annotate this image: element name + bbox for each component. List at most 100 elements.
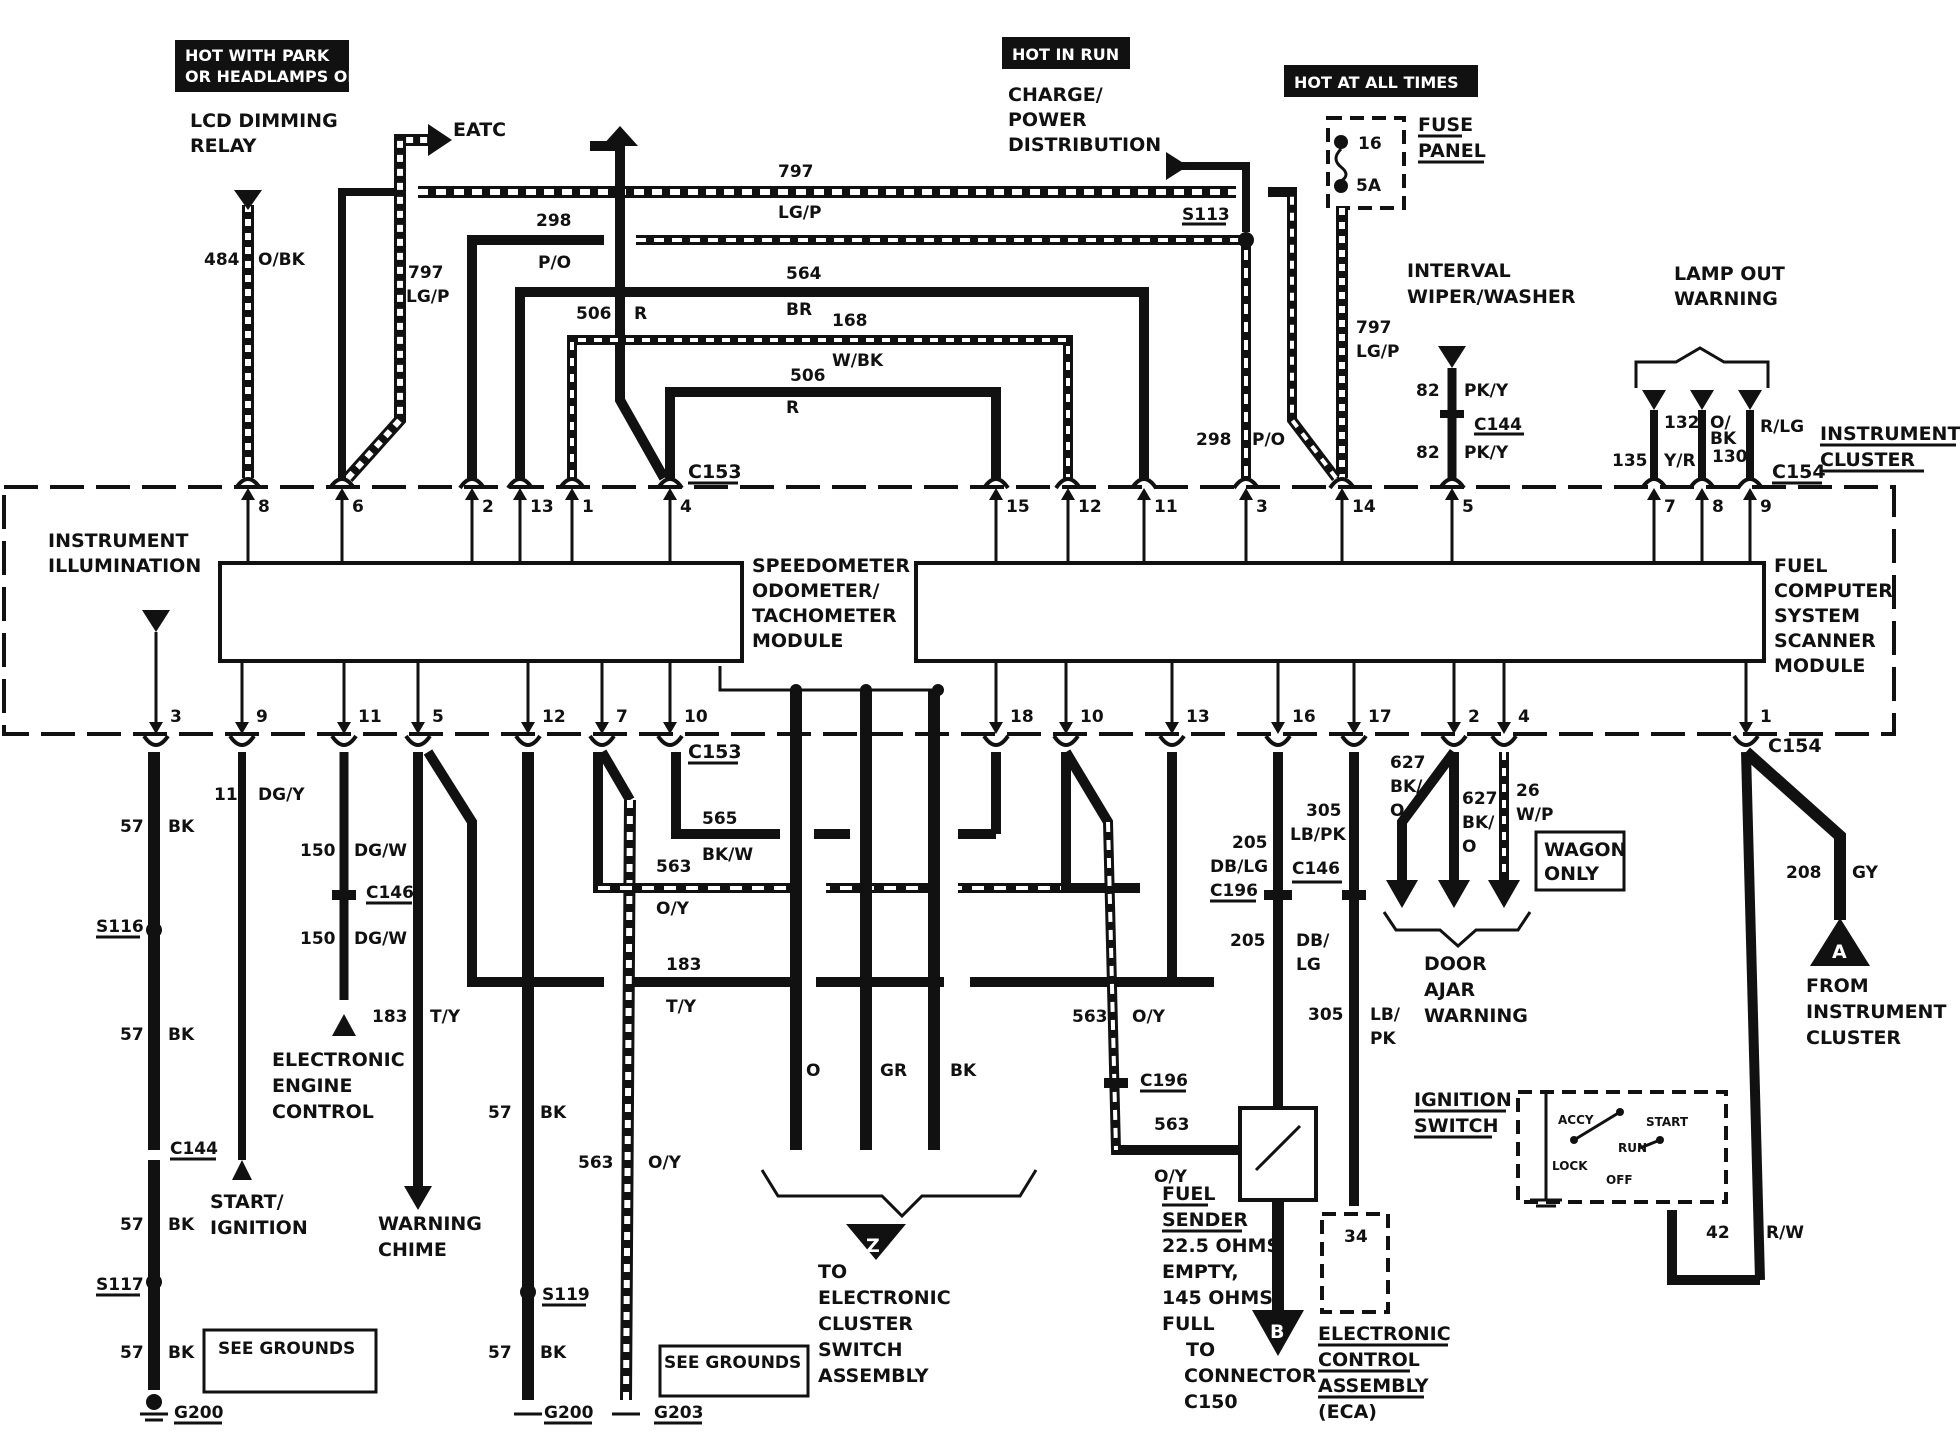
svg-text:BK/W: BK/W	[702, 845, 753, 865]
svg-text:TACHOMETER: TACHOMETER	[752, 605, 897, 627]
illumination-arrow-icon	[142, 610, 170, 632]
svg-text:BK: BK	[168, 1025, 195, 1045]
svg-text:START: START	[1646, 1115, 1689, 1129]
svg-text:ASSEMBLY: ASSEMBLY	[818, 1365, 929, 1387]
interval-wiper-label: INTERVAL	[1407, 260, 1511, 282]
svg-text:BK/: BK/	[1462, 813, 1495, 833]
bottom-pin: 4	[1490, 707, 1530, 747]
svg-text:HOT IN RUN: HOT IN RUN	[1012, 45, 1119, 64]
charge-label-3: DISTRIBUTION	[1008, 134, 1161, 156]
eca-label: ELECTRONIC CONTROL ASSEMBLY (ECA)	[1318, 1323, 1451, 1423]
svg-text:205: 205	[1232, 833, 1268, 853]
top-pin: 14	[1328, 477, 1376, 517]
top-wire-labels: 484 O/BK 797 LG/P 797 LG/P 298 P/O 564 B…	[204, 162, 1804, 471]
svg-text:AJAR: AJAR	[1424, 979, 1475, 1001]
eatc-label: EATC	[453, 119, 506, 141]
svg-text:57: 57	[120, 1215, 144, 1235]
speedometer-module-box	[218, 561, 744, 663]
top-pin: 2	[458, 477, 494, 517]
svg-text:563: 563	[578, 1153, 614, 1173]
svg-text:168: 168	[832, 311, 868, 331]
bottom-pin-number: 3	[170, 707, 182, 727]
svg-text:627: 627	[1390, 753, 1426, 773]
svg-text:Y/R: Y/R	[1663, 451, 1696, 471]
svg-text:82: 82	[1416, 443, 1440, 463]
top-pin: 15	[982, 477, 1030, 517]
svg-text:132: 132	[1664, 413, 1700, 433]
svg-text:C150: C150	[1184, 1391, 1238, 1413]
connector-c153-bottom: C153	[688, 741, 742, 763]
to-cluster-switch-label: TO ELECTRONIC CLUSTER SWITCH ASSEMBLY	[818, 1261, 951, 1387]
svg-text:506: 506	[576, 304, 612, 324]
svg-text:DG/W: DG/W	[354, 929, 407, 949]
svg-text:BK: BK	[540, 1343, 567, 1363]
svg-text:BK: BK	[950, 1061, 977, 1081]
bottom-pin-number: 2	[1468, 707, 1480, 727]
svg-text:C144: C144	[170, 1139, 218, 1159]
svg-text:797: 797	[778, 162, 814, 182]
svg-text:O/Y: O/Y	[656, 899, 690, 919]
top-pin: 9	[1736, 477, 1772, 517]
fuel-computer-module-box	[914, 561, 1766, 663]
svg-text:DG/W: DG/W	[354, 841, 407, 861]
svg-text:O: O	[806, 1061, 820, 1081]
speedometer-module-label: SPEEDOMETER ODOMETER/ TACHOMETER MODULE	[752, 555, 910, 652]
svg-text:O/Y: O/Y	[648, 1153, 682, 1173]
svg-text:P/O: P/O	[1252, 430, 1285, 450]
svg-text:O/Y: O/Y	[1154, 1167, 1188, 1187]
charge-label: CHARGE/	[1008, 84, 1103, 106]
bottom-pin: 18	[982, 707, 1034, 747]
fuse-panel-box: 16 5A	[1326, 116, 1406, 210]
a-label: A	[1832, 941, 1847, 963]
svg-text:LG/P: LG/P	[778, 203, 821, 223]
svg-text:305: 305	[1306, 801, 1342, 821]
svg-text:SWITCH: SWITCH	[818, 1339, 903, 1361]
ignition-switch-label: IGNITION SWITCH	[1414, 1089, 1512, 1139]
bottom-pin-number: 10	[684, 707, 708, 727]
svg-text:T/Y: T/Y	[666, 997, 697, 1017]
z-label: Z	[866, 1235, 880, 1257]
top-pin-number: 3	[1256, 497, 1268, 517]
bottom-pin-number: 16	[1292, 707, 1316, 727]
instrument-cluster-box	[2, 485, 1896, 736]
svg-text:O/Y: O/Y	[1132, 1007, 1166, 1027]
svg-text:135: 135	[1612, 451, 1648, 471]
svg-text:O/BK: O/BK	[258, 250, 306, 270]
interval-wiper-label-2: WIPER/WASHER	[1407, 286, 1576, 308]
svg-text:ACCY: ACCY	[1558, 1113, 1594, 1127]
top-pin: 4	[656, 477, 692, 517]
svg-text:150: 150	[300, 929, 336, 949]
b-label: B	[1270, 1321, 1284, 1343]
see-grounds-box-2: SEE GROUNDS	[658, 1344, 810, 1398]
svg-text:P/O: P/O	[538, 253, 571, 273]
svg-text:SWITCH: SWITCH	[1414, 1115, 1499, 1137]
from-cluster-label: FROM INSTRUMENT CLUSTER	[1806, 975, 1946, 1049]
svg-text:FROM: FROM	[1806, 975, 1869, 997]
top-pin-number: 5	[1462, 497, 1474, 517]
svg-text:797: 797	[1356, 318, 1392, 338]
svg-text:GY: GY	[1852, 863, 1879, 883]
svg-text:ODOMETER/: ODOMETER/	[752, 580, 880, 602]
svg-text:R: R	[786, 398, 799, 418]
tag-hot-with-park: HOT WITH PARK OR HEADLAMPS ON	[175, 40, 361, 92]
tag-hot-at-all-times: HOT AT ALL TIMES	[1284, 65, 1478, 97]
svg-text:BK: BK	[168, 1343, 195, 1363]
bottom-pin-number: 12	[542, 707, 566, 727]
svg-text:SCANNER: SCANNER	[1774, 630, 1876, 652]
bottom-pin: 11	[330, 707, 382, 747]
svg-text:S117: S117	[96, 1275, 144, 1295]
top-pin-number: 8	[258, 497, 270, 517]
svg-text:EMPTY,: EMPTY,	[1162, 1261, 1239, 1283]
bottom-pin-number: 10	[1080, 707, 1104, 727]
to-connector-label: TO CONNECTOR C150	[1184, 1339, 1317, 1413]
bottom-pin-number: 5	[432, 707, 444, 727]
lcd-dimming-relay-label: LCD DIMMING	[190, 110, 338, 132]
svg-text:BK: BK	[540, 1103, 567, 1123]
svg-text:MODULE: MODULE	[752, 630, 843, 652]
top-pin: 8	[234, 477, 270, 517]
svg-text:LG/P: LG/P	[406, 287, 449, 307]
svg-text:PK: PK	[1370, 1029, 1396, 1049]
svg-text:S116: S116	[96, 917, 144, 937]
svg-text:145 OHMS: 145 OHMS	[1162, 1287, 1273, 1309]
bottom-pin-number: 9	[256, 707, 268, 727]
